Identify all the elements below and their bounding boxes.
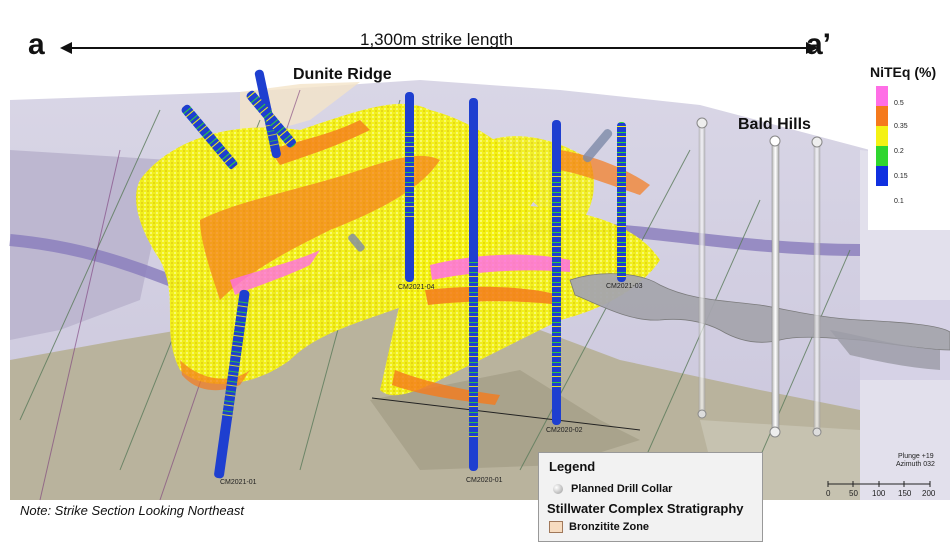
scale-tick: 150	[898, 489, 912, 498]
color-scale-label: 0.5	[894, 100, 904, 107]
scale-tick: 200	[922, 489, 936, 498]
legend-stratigraphy-title: Stillwater Complex Stratigraphy	[547, 501, 744, 516]
legend-panel: Legend Planned Drill Collar Stillwater C…	[538, 452, 763, 542]
hole-label-cm2020-02: CM2020-02	[546, 427, 583, 434]
dunite-ridge-label: Dunite Ridge	[293, 66, 392, 83]
bronzitite-swatch-icon	[549, 521, 563, 534]
scale-tick: 0	[826, 489, 831, 498]
planned-collar-icon	[553, 484, 563, 495]
planned-drill-holes	[696, 117, 823, 438]
azimuth-text: Azimuth 032	[896, 461, 935, 468]
scale-bar: 0 50 100 150 200	[826, 481, 936, 498]
hole-label-cm2021-01: CM2021-01	[220, 479, 257, 486]
hole-label-cm2020-01: CM2020-01	[466, 477, 503, 484]
section-end-label: a’	[806, 28, 832, 61]
nitieq-color-scale: NiTEq (%) 0.5 0.35 0.2 0.15 0.1	[868, 60, 950, 230]
strike-length-label: 1,300m strike length	[360, 30, 514, 49]
bald-hills-label: Bald Hills	[738, 116, 811, 133]
drill-traces	[181, 69, 626, 479]
mineralization-cloud-central	[380, 136, 660, 405]
color-scale-title: NiTEq (%)	[870, 64, 937, 80]
scale-tick: 100	[872, 489, 886, 498]
hole-label-cm2021-04: CM2021-04	[398, 284, 435, 291]
color-scale-label: 0.35	[894, 123, 908, 130]
scale-tick: 50	[849, 489, 858, 498]
color-scale-label: 0.2	[894, 148, 904, 155]
legend-label: Planned Drill Collar	[571, 483, 673, 495]
strike-length-arrow	[60, 42, 818, 54]
plunge-text: Plunge +19	[898, 453, 934, 460]
color-scale-label: 0.1	[894, 198, 904, 205]
section-note: Note: Strike Section Looking Northeast	[20, 503, 245, 518]
legend-item-bronzitite: Bronzitite Zone	[549, 521, 650, 534]
section-start-label: a	[28, 28, 45, 61]
legend-label: Bronzitite Zone	[569, 521, 650, 533]
color-scale-label: 0.15	[894, 173, 908, 180]
color-scale-bar	[876, 86, 888, 186]
hole-label-cm2021-03: CM2021-03	[606, 283, 643, 290]
legend-item-planned-collar: Planned Drill Collar	[549, 483, 672, 495]
legend-title: Legend	[549, 459, 596, 474]
